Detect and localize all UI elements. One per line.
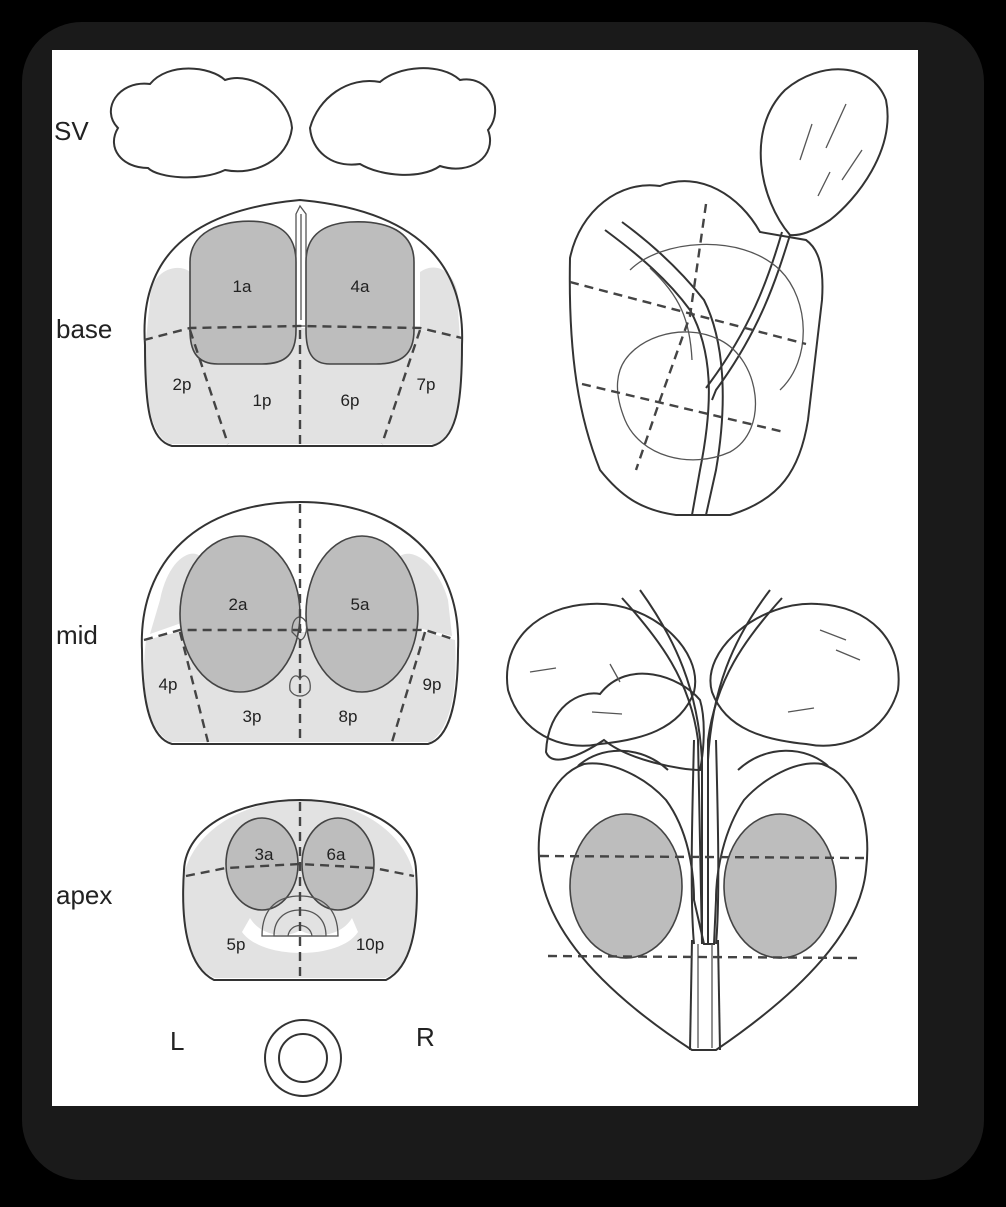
segment-1p: 1p — [253, 391, 272, 410]
segment-4a: 4a — [351, 277, 370, 296]
segment-5p: 5p — [227, 935, 246, 954]
segment-2p: 2p — [173, 375, 192, 394]
segment-9p: 9p — [423, 675, 442, 694]
label-apex: apex — [56, 880, 112, 910]
segment-6a: 6a — [327, 845, 346, 864]
segment-7p: 7p — [417, 375, 436, 394]
label-left-side: L — [170, 1026, 184, 1056]
segment-3p: 3p — [243, 707, 262, 726]
segment-3a: 3a — [255, 845, 274, 864]
segment-2a: 2a — [229, 595, 248, 614]
segment-1a: 1a — [233, 277, 252, 296]
segment-5a: 5a — [351, 595, 370, 614]
label-sv: SV — [54, 116, 89, 146]
segment-6p: 6p — [341, 391, 360, 410]
segment-10p: 10p — [356, 935, 384, 954]
segment-8p: 8p — [339, 707, 358, 726]
segment-4p: 4p — [159, 675, 178, 694]
label-mid: mid — [56, 620, 98, 650]
label-right-side: R — [416, 1022, 435, 1052]
label-base: base — [56, 314, 112, 344]
